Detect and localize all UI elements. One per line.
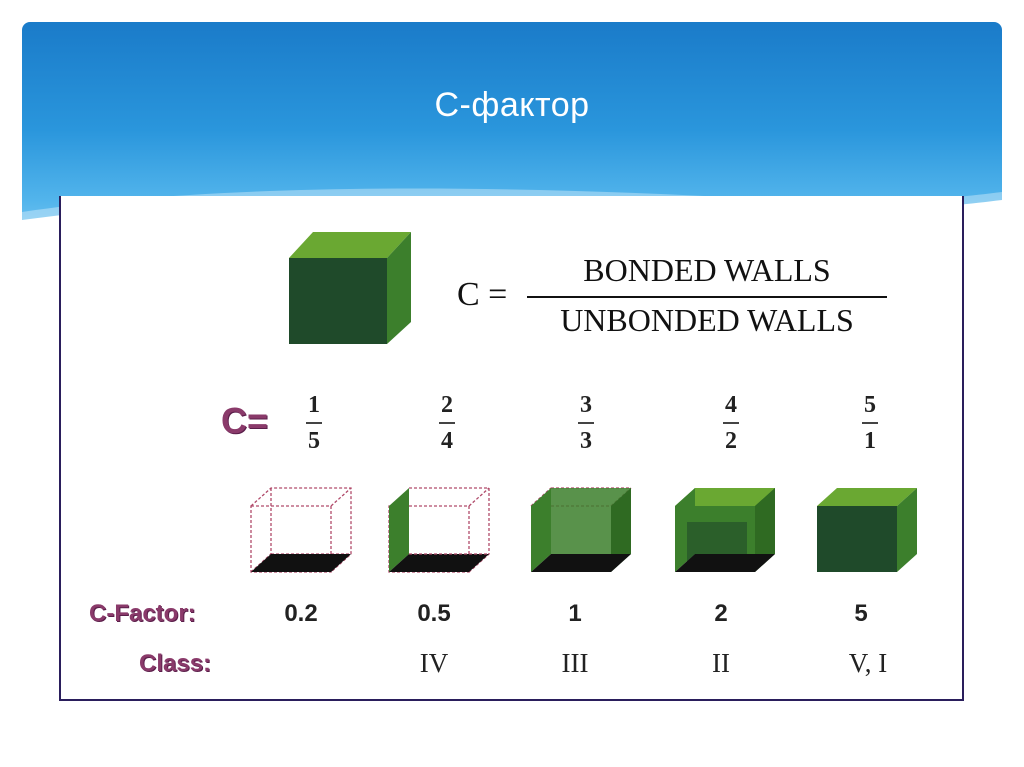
box-config-two-walls [388,487,490,573]
c-fraction: 2 4 [427,392,467,454]
fraction-denominator: 1 [864,428,876,454]
formula-numerator: BONDED WALLS [583,252,831,288]
fraction-numerator: 5 [864,392,876,418]
class-value: V, I [848,648,888,678]
fraction-denominator: 3 [580,428,592,454]
solid-cube-illustration [289,232,411,344]
box-config-four-walls [675,488,775,572]
c-row-label: C= [221,400,269,441]
box-config-floor-only [250,487,352,573]
c-factor-row-label: C-Factor: [89,600,196,627]
fraction-denominator: 5 [308,428,320,454]
class-value: IV [419,648,449,678]
c-fraction: 1 5 [294,392,334,454]
class-value: II [712,648,730,678]
fraction-numerator: 1 [308,392,320,418]
fraction-numerator: 2 [441,392,453,418]
box-config-fully-enclosed [817,488,917,572]
formula-c-equals: C = [457,276,508,313]
c-factor-value: 2 [714,600,728,627]
box-config-three-walls [530,487,632,572]
class-value: III [561,648,589,678]
c-factor-value: 0.2 [284,600,318,627]
fraction-numerator: 4 [725,392,737,418]
formula-denominator: UNBONDED WALLS [560,302,854,338]
fraction-numerator: 3 [580,392,592,418]
fraction-denominator: 4 [441,428,453,454]
c-factor-value: 5 [854,600,868,627]
c-factor-value: 0.5 [417,600,451,627]
formula-fraction-bar [527,296,887,298]
slide-title: С-фактор [434,86,590,124]
c-factor-figure: C = BONDED WALLS UNBONDED WALLS C= 1 5 2… [59,196,964,701]
c-fraction: 5 1 [850,392,890,454]
c-fraction: 3 3 [566,392,606,454]
class-row-label: Class: [139,650,212,677]
fraction-denominator: 2 [725,428,737,454]
c-fraction: 4 2 [711,392,751,454]
c-factor-value: 1 [568,600,582,627]
